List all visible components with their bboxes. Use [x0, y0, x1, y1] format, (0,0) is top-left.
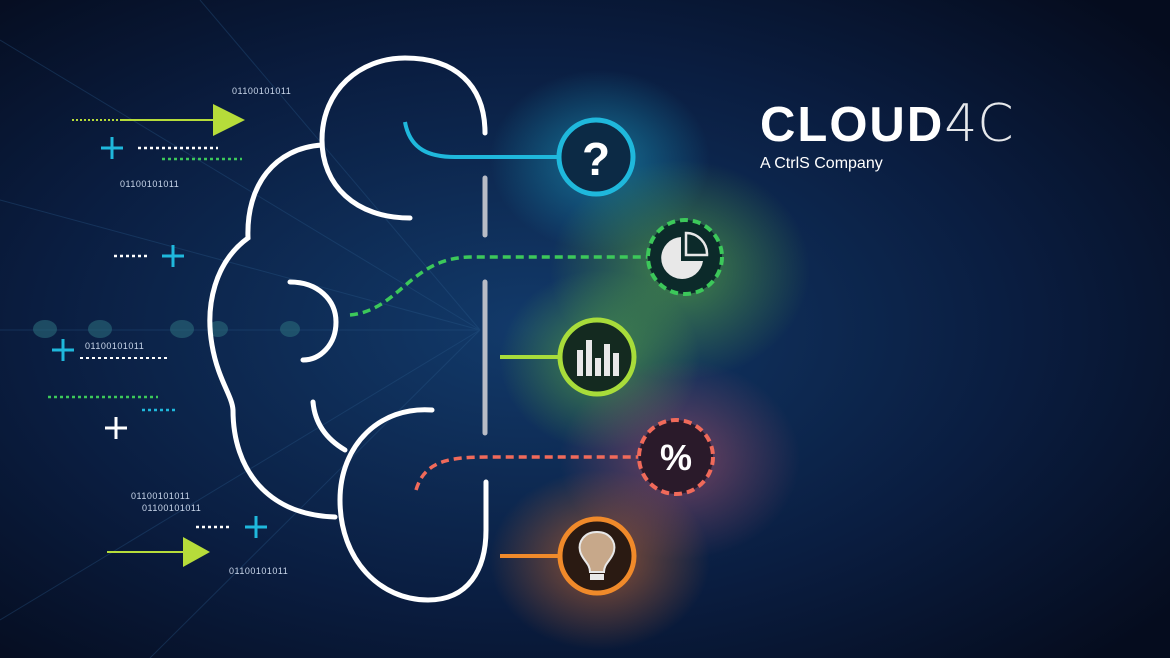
- plus-icon: [245, 516, 267, 538]
- question-icon: ?: [556, 117, 636, 197]
- brand-suffix: 4C: [944, 94, 1014, 154]
- arrow-icon: [183, 537, 210, 567]
- binary-label: 01100101011: [229, 566, 289, 576]
- lightbulb-icon: [557, 516, 637, 596]
- binary-label: 01100101011: [131, 491, 191, 501]
- arrow-icon: [213, 104, 245, 136]
- brand-name: CLOUD: [760, 98, 945, 152]
- percent-icon: %: [637, 418, 715, 496]
- brand-tagline: A CtrlS Company: [760, 155, 883, 172]
- svg-text:%: %: [660, 437, 692, 478]
- plus-icon: [105, 417, 127, 439]
- binary-label: 01100101011: [120, 179, 180, 189]
- binary-label: 01100101011: [85, 341, 145, 351]
- decorations: [48, 104, 267, 567]
- plus-icon: [162, 245, 184, 267]
- plus-icon: [101, 137, 123, 159]
- svg-text:?: ?: [582, 133, 610, 185]
- binary-label: 01100101011: [232, 86, 292, 96]
- pie-chart-icon: [646, 218, 724, 296]
- brain-outline: [207, 55, 489, 603]
- bar-chart-icon: [557, 317, 637, 397]
- brand-logo: CLOUD4C A CtrlS Company: [760, 96, 1014, 173]
- binary-label: 01100101011: [142, 503, 202, 513]
- plus-icon: [52, 339, 74, 361]
